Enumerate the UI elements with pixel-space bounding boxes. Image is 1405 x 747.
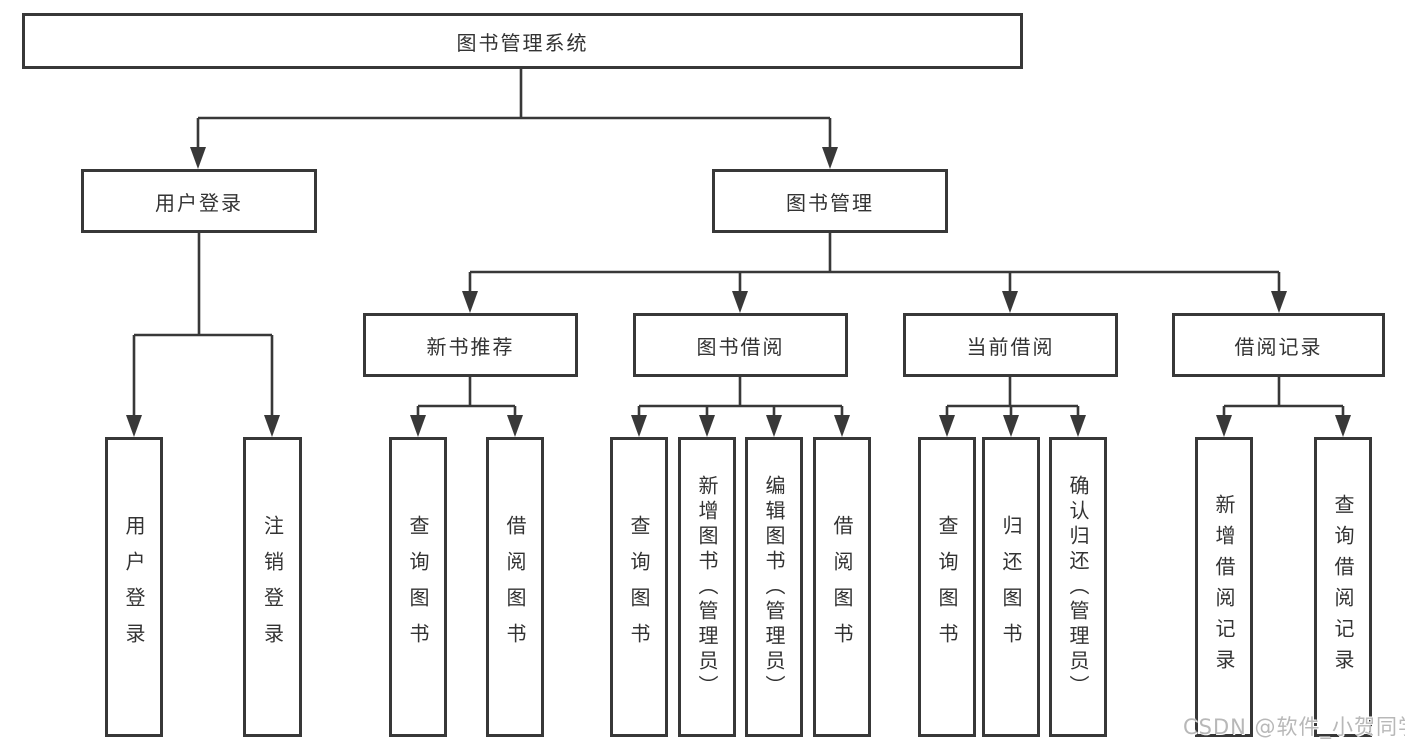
leaf-query-borrow-record: 查询借阅记录 <box>1314 437 1372 737</box>
leaf-label: 编辑图书（管理员） <box>762 474 786 700</box>
leaf-user-login: 用户登录 <box>105 437 163 737</box>
leaf-label: 注销登录 <box>260 515 285 659</box>
node-borrowing-records: 借阅记录 <box>1172 313 1385 377</box>
node-label: 用户登录 <box>155 190 243 215</box>
arrowheads <box>126 147 1351 437</box>
leaf-return-books: 归还图书 <box>982 437 1040 737</box>
leaf-label: 确认归还（管理员） <box>1066 474 1090 700</box>
csdn-watermark: CSDN @软件_小贺同学 <box>1183 715 1405 739</box>
leaf-add-book-admin: 新增图书（管理员） <box>678 437 736 737</box>
node-label: 图书管理 <box>786 190 874 215</box>
node-library-system: 图书管理系统 <box>22 13 1023 69</box>
leaf-label: 借阅图书 <box>503 515 527 659</box>
node-book-management: 图书管理 <box>712 169 948 233</box>
leaf-query-books-1: 查询图书 <box>389 437 447 737</box>
node-label: 借阅记录 <box>1234 334 1323 359</box>
leaf-label: 查询图书 <box>627 515 651 659</box>
leaf-label: 新增借阅记录 <box>1212 494 1236 680</box>
leaf-label: 归还图书 <box>999 515 1023 659</box>
node-label: 当前借阅 <box>966 334 1055 359</box>
leaf-label: 查询借阅记录 <box>1331 494 1355 680</box>
leaf-borrow-books-1: 借阅图书 <box>486 437 544 737</box>
leaf-query-books-3: 查询图书 <box>918 437 976 737</box>
node-label: 图书管理系统 <box>456 30 589 55</box>
node-user-login: 用户登录 <box>81 169 317 233</box>
leaf-label: 新增图书（管理员） <box>695 474 719 700</box>
node-new-book-recommend: 新书推荐 <box>363 313 578 377</box>
leaf-label: 查询图书 <box>406 515 430 659</box>
leaf-label: 查询图书 <box>935 515 959 659</box>
node-current-borrowing: 当前借阅 <box>903 313 1118 377</box>
leaf-borrow-books-2: 借阅图书 <box>813 437 871 737</box>
node-book-borrowing: 图书借阅 <box>633 313 848 377</box>
leaf-logout: 注销登录 <box>243 437 302 737</box>
leaf-label: 借阅图书 <box>830 515 854 659</box>
leaf-label: 用户登录 <box>122 515 146 659</box>
leaf-edit-book-admin: 编辑图书（管理员） <box>745 437 803 737</box>
node-label: 图书借阅 <box>696 334 785 359</box>
node-label: 新书推荐 <box>426 334 515 359</box>
leaf-add-borrow-record: 新增借阅记录 <box>1195 437 1253 737</box>
leaf-query-books-2: 查询图书 <box>610 437 668 737</box>
leaf-confirm-return-admin: 确认归还（管理员） <box>1049 437 1107 737</box>
